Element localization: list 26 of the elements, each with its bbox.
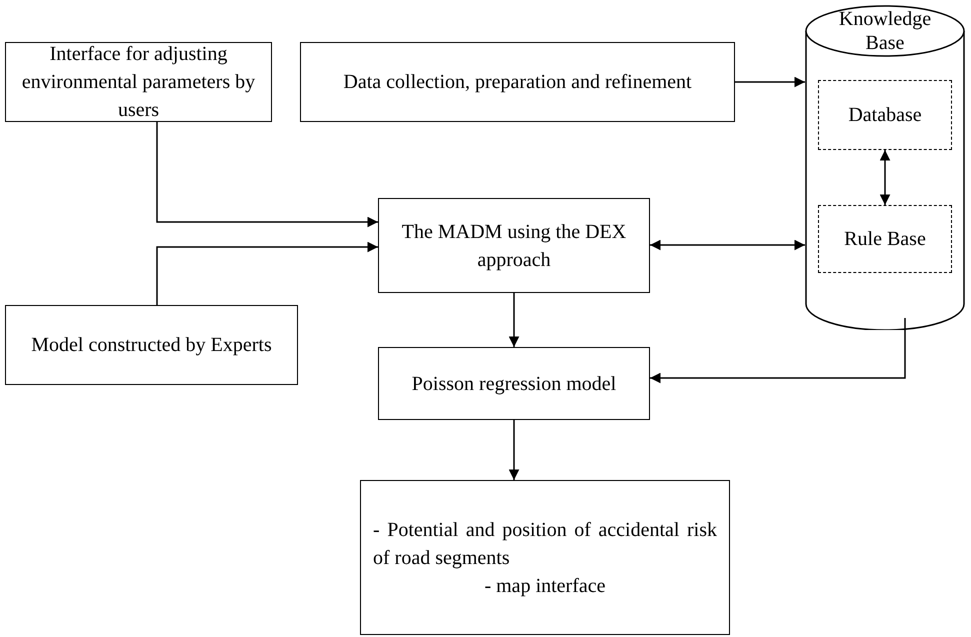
- node-label: The MADM using the DEX approach: [400, 220, 628, 272]
- list-item: - map interface: [484, 574, 606, 598]
- process-box: [378, 198, 650, 293]
- process-box: [378, 347, 650, 420]
- arrow: [156, 242, 378, 305]
- node-label: Model constructed by Experts: [31, 333, 272, 358]
- process-box: [5, 305, 298, 385]
- list-item: - Potential and position of accidental risk of road segments: [373, 518, 717, 570]
- process-box: [300, 42, 735, 122]
- arrow: [650, 240, 805, 250]
- node-label: Interface for adjusting environmental parameters by users: [20, 42, 256, 123]
- arrow: [508, 420, 520, 480]
- node-label: Knowledge Base: [838, 7, 932, 55]
- arrow: [650, 318, 906, 384]
- arrow: [508, 293, 520, 347]
- arrow: [735, 76, 805, 88]
- output-box: [360, 480, 730, 635]
- dashed-box: [818, 205, 952, 273]
- node-label: Rule Base: [844, 227, 926, 252]
- arrow: [880, 150, 890, 205]
- node-label: Data collection, preparation and refinement: [343, 70, 692, 95]
- node-label: Database: [848, 103, 922, 128]
- dashed-box: [818, 80, 952, 150]
- node-label: Poisson regression model: [412, 372, 616, 396]
- arrow: [156, 122, 378, 228]
- database-cylinder: [805, 5, 965, 330]
